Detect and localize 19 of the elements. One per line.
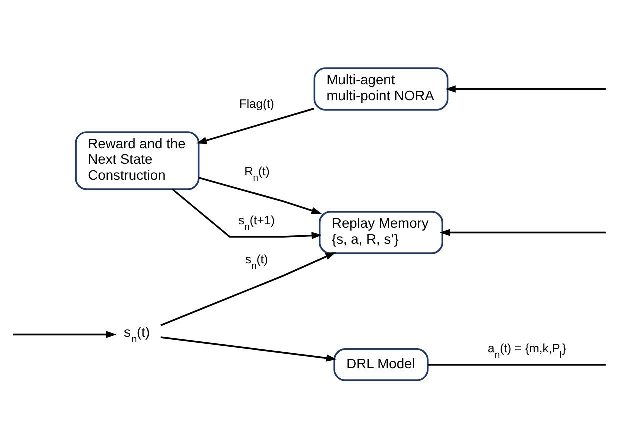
node-box: Multi-agent multi-point NORA — [314, 67, 449, 110]
arrow — [440, 228, 606, 236]
node-box: Reward and the Next State Construction — [75, 131, 200, 190]
arrow — [196, 107, 315, 144]
arrow — [13, 330, 117, 338]
connector — [428, 364, 606, 366]
edge-label: s$_{n}$(t+1) — [238, 213, 276, 233]
arrow — [445, 85, 606, 92]
edge-label: s$_{n}$(t) — [246, 252, 268, 272]
arrow — [198, 176, 322, 214]
edge-label: R$_{n}$(t) — [244, 164, 270, 184]
arrow — [160, 336, 337, 362]
node-text: s$_{n}$(t) — [124, 324, 150, 346]
edge-label: a$_{n}$(t) = {m,k,P$_{l}$} — [488, 341, 566, 361]
node-box: DRL Model — [334, 348, 429, 381]
edge-label: Flag(t) — [239, 96, 274, 110]
arrow — [172, 188, 322, 239]
arrow — [160, 252, 336, 326]
node-box: Replay Memory {s, a, R, s’} — [319, 210, 444, 254]
